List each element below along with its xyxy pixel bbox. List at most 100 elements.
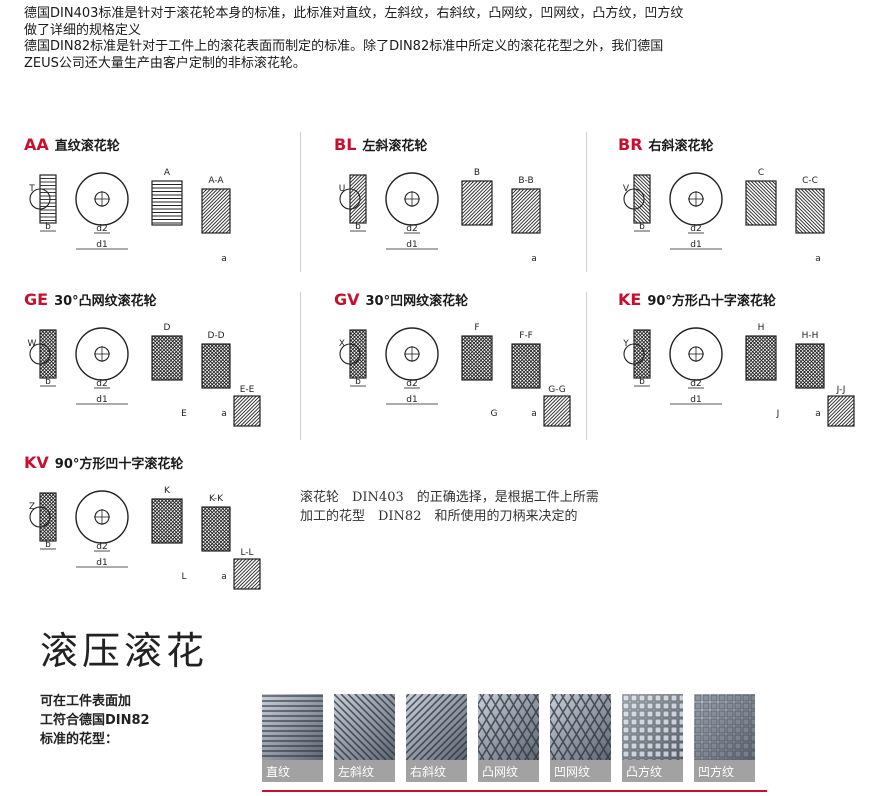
section-title: B-B (518, 176, 533, 186)
section-title-2: L-L (240, 548, 253, 558)
type-code: BR (618, 135, 643, 154)
profile-letter: U (339, 184, 346, 194)
section-title: C-C (802, 176, 818, 186)
section-marker-2: J (776, 409, 780, 419)
dim-a: a (221, 409, 227, 419)
dim-b: b (639, 377, 645, 387)
dim-a: a (815, 409, 821, 419)
raised-diamond-knurl-photo (478, 694, 539, 760)
dim-b: b (639, 222, 645, 232)
sample-label: 左斜纹 (334, 760, 395, 782)
dim-d1: d1 (96, 558, 107, 568)
dim-a: a (531, 254, 537, 264)
section-title-2: G-G (548, 385, 566, 395)
sample-label: 凹网纹 (550, 760, 611, 782)
section-marker: B (474, 168, 480, 178)
type-code: GV (334, 290, 360, 309)
dim-d1: d1 (96, 395, 107, 405)
dim-a: a (815, 254, 821, 264)
dim-d2: d2 (406, 379, 417, 389)
profile-letter: X (339, 339, 345, 349)
dim-a: a (221, 254, 227, 264)
swatch-texture (262, 694, 323, 760)
dim-b: b (45, 222, 51, 232)
section-marker: K (164, 486, 171, 496)
dim-d1: d1 (406, 395, 417, 405)
section-marker-2: G (491, 409, 498, 419)
samples-caption-line-1: 可在工件表面加 (40, 694, 132, 709)
sample-left-diagonal: 左斜纹 (334, 694, 395, 782)
profile-letter: V (623, 184, 630, 194)
recessed-square-knurl-photo (694, 694, 755, 760)
sample-label: 右斜纹 (406, 760, 467, 782)
section-title-2: J-J (836, 385, 846, 395)
sample-label: 直纹 (262, 760, 323, 782)
section-marker: C (758, 168, 764, 178)
section-title: H-H (802, 331, 819, 341)
section-marker: D (164, 323, 171, 333)
type-label: 90°方形凹十字滚花轮 (54, 457, 184, 472)
divider-3 (300, 292, 301, 440)
section-title: F-F (519, 331, 533, 341)
left-diagonal-knurl-photo (334, 694, 395, 760)
type-code: AA (24, 135, 49, 154)
knurl-samples: 直纹 左斜纹 右斜纹 凸网纹 凹网纹 凸方纹 凹方纹 (262, 694, 755, 782)
dim-d1: d1 (690, 395, 701, 405)
dim-d2: d2 (96, 542, 107, 552)
section-marker: F (474, 323, 479, 333)
dim-d2: d2 (406, 224, 417, 234)
selection-note: 滚花轮 DIN403 的正确选择，是根据工件上所需 加工的花型 DIN82 和所… (300, 488, 599, 526)
dim-d2: d2 (690, 379, 701, 389)
dim-d2: d2 (96, 224, 107, 234)
section-title: D-D (207, 331, 224, 341)
note-line-2: 加工的花型 DIN82 和所使用的刀柄来决定的 (300, 509, 578, 524)
swatch-texture (478, 694, 539, 760)
sample-label: 凹方纹 (694, 760, 755, 782)
type-code: BL (334, 135, 357, 154)
profile-letter: Y (622, 339, 629, 349)
intro-line-4: ZEUS公司还大量生产由客户定制的非标滚花轮。 (24, 55, 306, 71)
swatch-texture (550, 694, 611, 760)
type-label: 30°凹网纹滚花轮 (365, 294, 469, 309)
profile-letter: W (28, 339, 37, 349)
section-marker: H (758, 323, 765, 333)
sample-raised-square: 凸方纹 (622, 694, 683, 782)
section-title: A-A (208, 176, 224, 186)
section-marker: A (164, 168, 171, 178)
sample-label: 凸方纹 (622, 760, 683, 782)
swatch-texture (334, 694, 395, 760)
type-label: 90°方形凸十字滚花轮 (647, 294, 776, 309)
type-gv-heading: GV 30°凹网纹滚花轮 (334, 290, 584, 309)
dim-a: a (531, 409, 537, 419)
type-label: 左斜滚花轮 (362, 139, 428, 154)
divider-2 (586, 132, 587, 272)
swatch-texture (622, 694, 683, 760)
samples-caption: 可在工件表面加 工符合德国DIN82 标准的花型： (40, 692, 150, 749)
intro-line-1: 德国DIN403标准是针对于滚花轮本身的标准，此标准对直纹，左斜纹，右斜纹，凸网… (24, 6, 684, 21)
type-label: 30°凸网纹滚花轮 (54, 294, 157, 309)
sample-recessed-square: 凹方纹 (694, 694, 755, 782)
sample-right-diagonal: 右斜纹 (406, 694, 467, 782)
profile-letter: T (28, 184, 35, 194)
dim-d1: d1 (406, 240, 417, 250)
sample-label: 凸网纹 (478, 760, 539, 782)
type-label: 直纹滚花轮 (54, 139, 120, 154)
section-title: 滚压滚花 (40, 629, 209, 673)
note-line-1: 滚花轮 DIN403 的正确选择，是根据工件上所需 (300, 490, 599, 505)
profile-letter: Z (29, 502, 35, 512)
